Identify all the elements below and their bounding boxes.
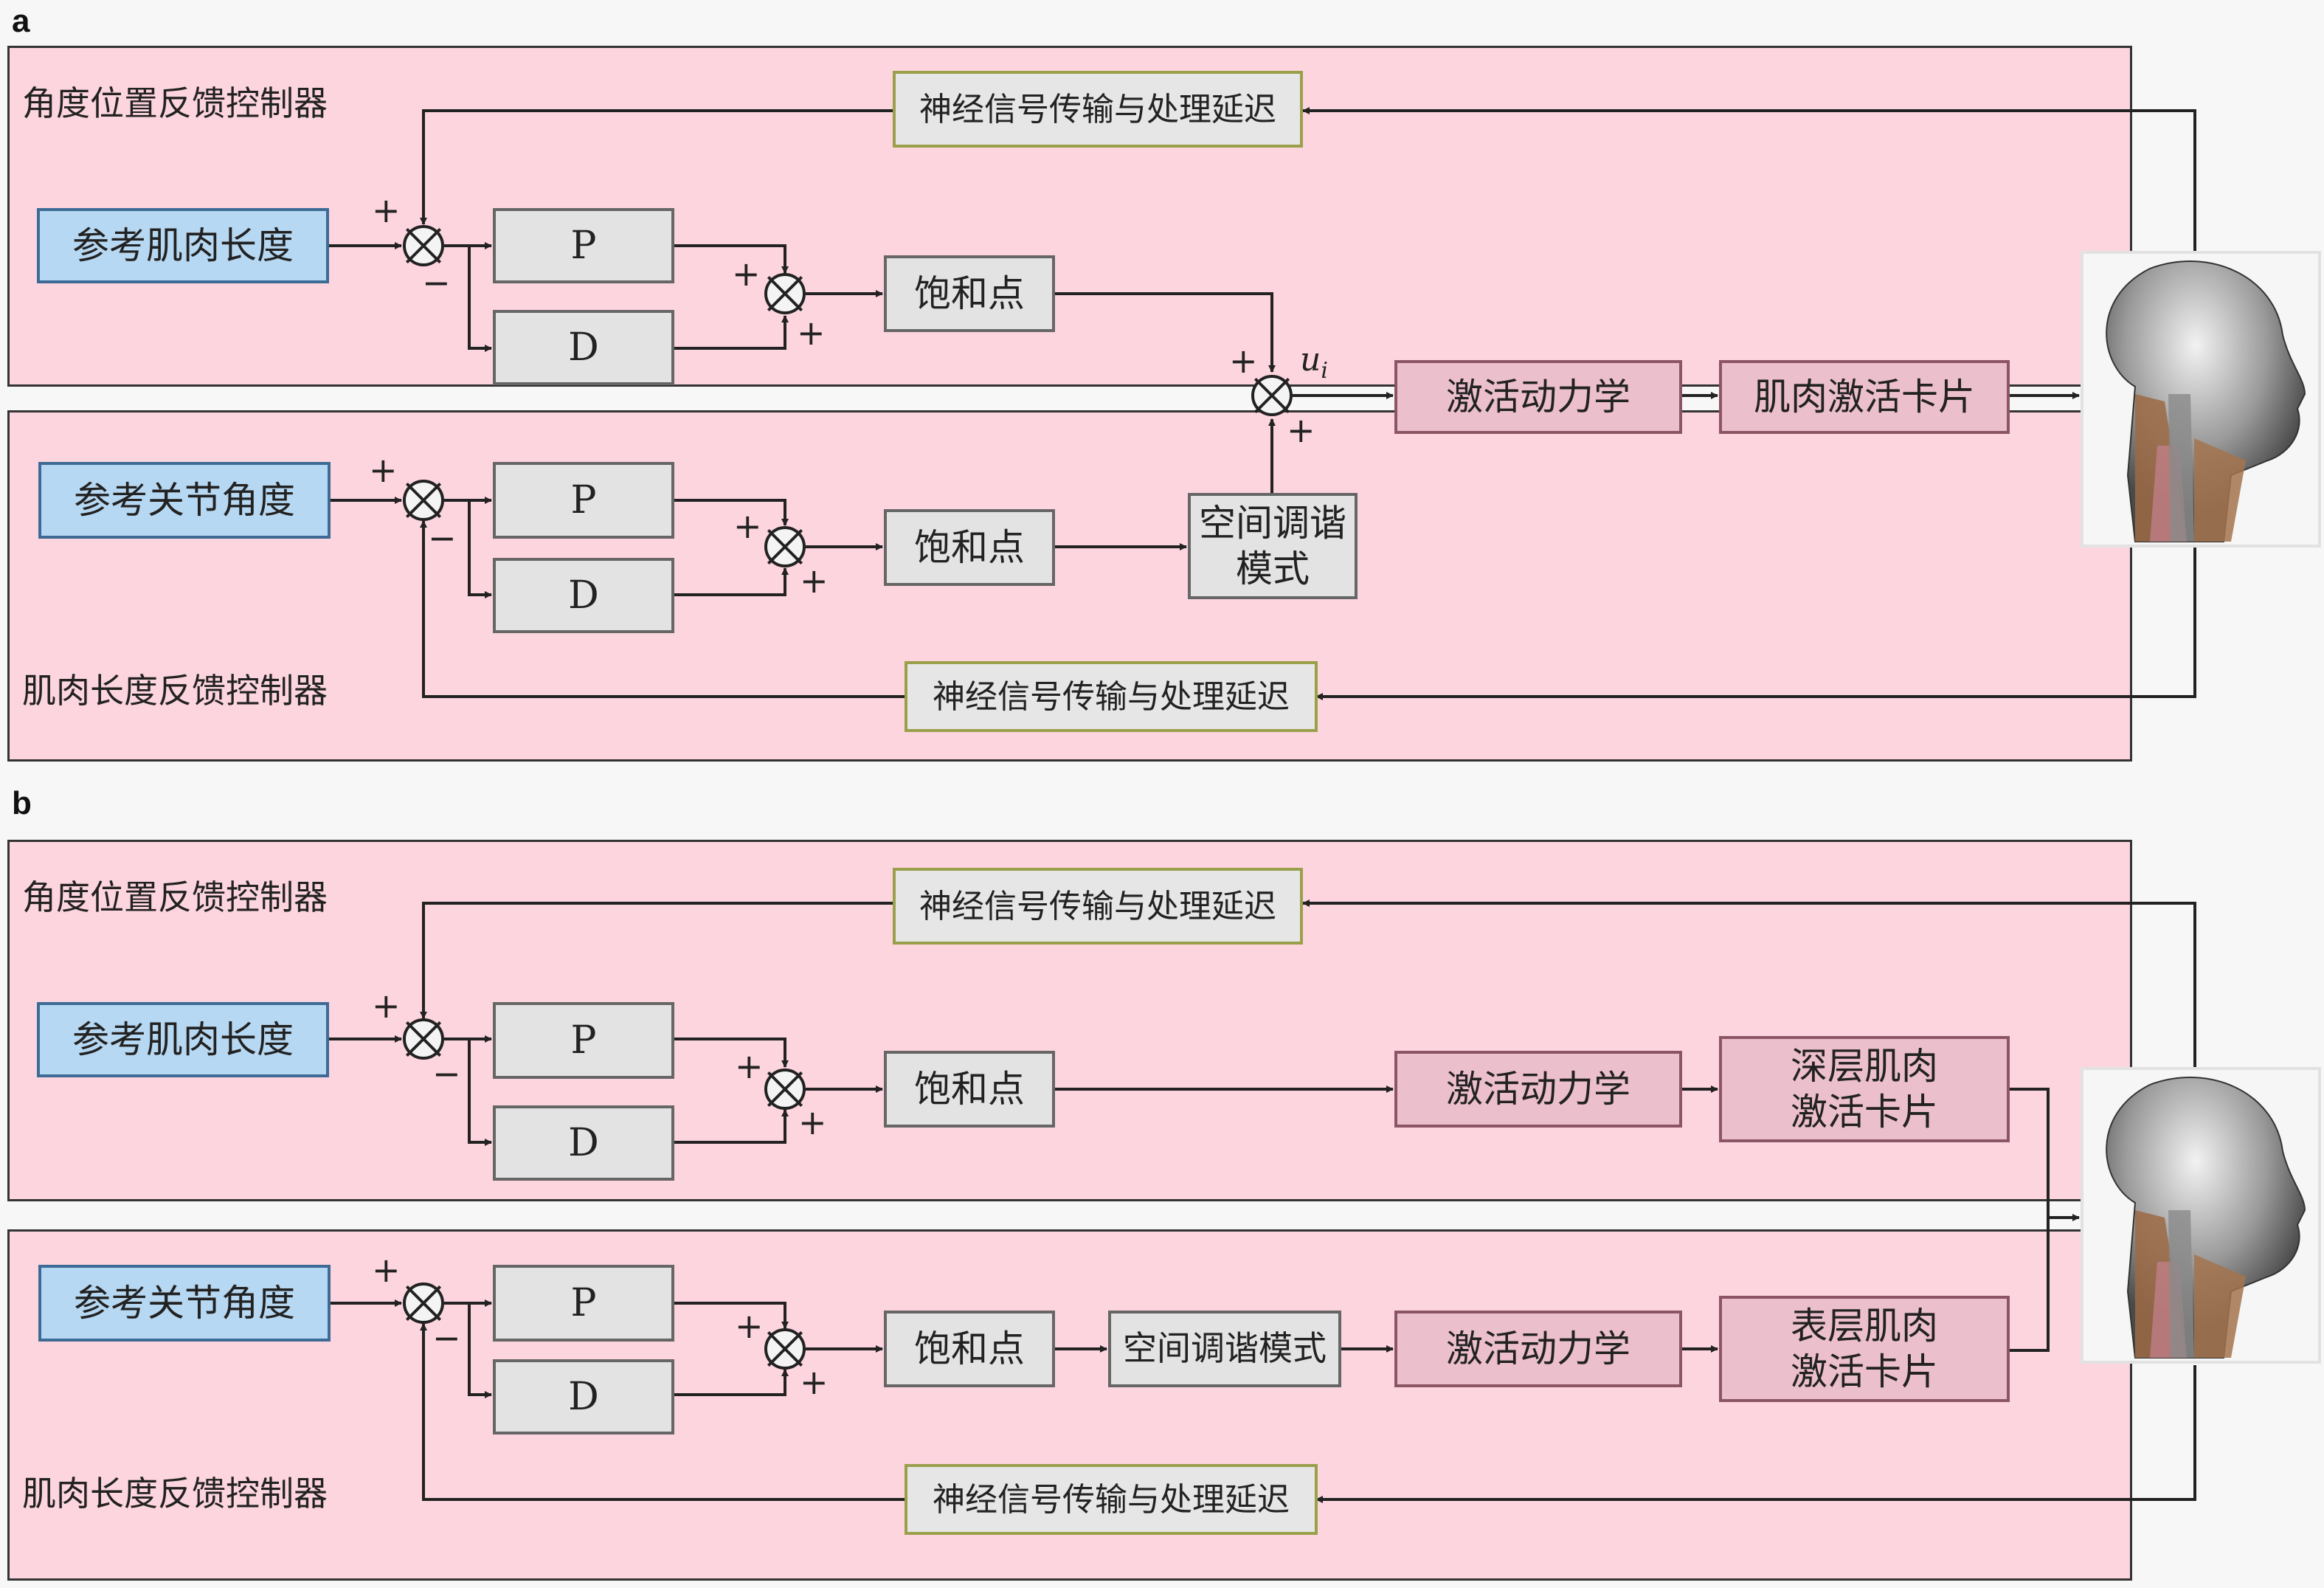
panel-a-spatial-tuning-block: 空间调谐 模式 [1188,493,1358,599]
panel-b-surface-muscle-activation-card: 表层肌肉 激活卡片 [1719,1296,2010,1402]
sign-plus: + [1287,410,1315,450]
panel-a-top-sum-junction-1 [403,225,444,266]
panel-b-top-activation-dynamics-block: 激活动力学 [1394,1051,1682,1128]
panel-b-bottom-delay-block: 神经信号传输与处理延迟 [905,1464,1318,1535]
panel-b-length-controller-title: 肌肉长度反馈控制器 [22,1474,328,1513]
sign-plus: + [735,1046,764,1086]
panel-a-length-controller-title: 肌肉长度反馈控制器 [22,671,328,711]
sign-minus: − [422,263,451,303]
control-signal-label: ui [1300,341,1328,384]
panel-b-deep-muscle-activation-card: 深层肌肉 激活卡片 [1719,1036,2010,1142]
panel-a-top-d-block: D [493,310,674,385]
sign-minus: − [432,1054,461,1094]
panel-b-top-saturation-block: 饱和点 [884,1051,1055,1128]
panel-b-bottom-d-block: D [493,1359,674,1435]
panel-a-label: a [12,3,30,39]
panel-b-bottom-sum-junction-2 [764,1328,806,1370]
panel-a-bottom-saturation-block: 饱和点 [884,509,1055,586]
panel-a-muscle-activation-card-block: 肌肉激活卡片 [1719,360,2010,434]
panel-b-top-d-block: D [493,1105,674,1181]
panel-a-angle-controller-title: 角度位置反馈控制器 [22,83,328,123]
sign-minus: − [428,518,457,558]
panel-a-bottom-p-block: P [493,462,674,539]
panel-b-label: b [12,785,32,821]
sign-plus: + [369,450,398,490]
panel-a-reference-muscle-length: 参考肌肉长度 [37,208,329,283]
control-signal-symbol: u [1300,341,1321,379]
sign-plus: + [733,506,762,546]
sign-plus: + [732,254,761,294]
panel-b-top-delay-block: 神经信号传输与处理延迟 [893,868,1303,945]
sign-plus: + [735,1306,764,1346]
sign-plus: + [1229,341,1258,381]
panel-a-top-sum-junction-2 [764,273,806,314]
panel-b-angle-controller-title: 角度位置反馈控制器 [22,877,328,917]
panel-b-bottom-saturation-block: 饱和点 [884,1311,1055,1387]
panel-a-top-saturation-block: 饱和点 [884,255,1055,332]
panel-b-bottom-p-block: P [493,1265,674,1342]
sign-plus: + [372,190,401,230]
sign-plus: + [797,313,826,353]
panel-a-bottom-sum-junction-2 [764,526,806,567]
sign-plus: + [800,1362,829,1402]
panel-a-activation-dynamics-block: 激活动力学 [1394,360,1682,434]
control-signal-subscript: i [1321,357,1328,384]
panel-a-bottom-d-block: D [493,558,674,633]
panel-b-bottom-activation-dynamics-block: 激活动力学 [1394,1311,1682,1387]
panel-b-top-p-block: P [493,1002,674,1079]
panel-b-spatial-tuning-block: 空间调谐模式 [1108,1311,1341,1387]
panel-a-head-model-image [2081,251,2321,548]
panel-a-bottom-sum-junction-1 [403,480,444,521]
panel-a-bottom-delay-block: 神经信号传输与处理延迟 [905,661,1318,732]
panel-a-reference-joint-angle: 参考关节角度 [38,462,331,539]
sign-plus: + [798,1102,827,1142]
panel-a-top-p-block: P [493,208,674,283]
panel-b-top-sum-junction-2 [764,1069,806,1110]
sign-minus: − [432,1318,461,1358]
panel-a-top-delay-block: 神经信号传输与处理延迟 [893,71,1303,148]
sign-plus: + [800,561,829,601]
panel-a-merge-sum-junction [1251,375,1293,416]
head-skull-icon [2106,1077,2306,1359]
panel-b-bottom-sum-junction-1 [403,1283,444,1324]
head-skull-icon [2106,260,2306,542]
sign-plus: + [372,986,401,1026]
sign-plus: + [372,1250,401,1290]
panel-b-head-model-image [2081,1067,2321,1364]
panel-b-reference-joint-angle: 参考关节角度 [38,1265,331,1342]
panel-b-top-sum-junction-1 [403,1018,444,1060]
panel-b-reference-muscle-length: 参考肌肉长度 [37,1002,329,1077]
